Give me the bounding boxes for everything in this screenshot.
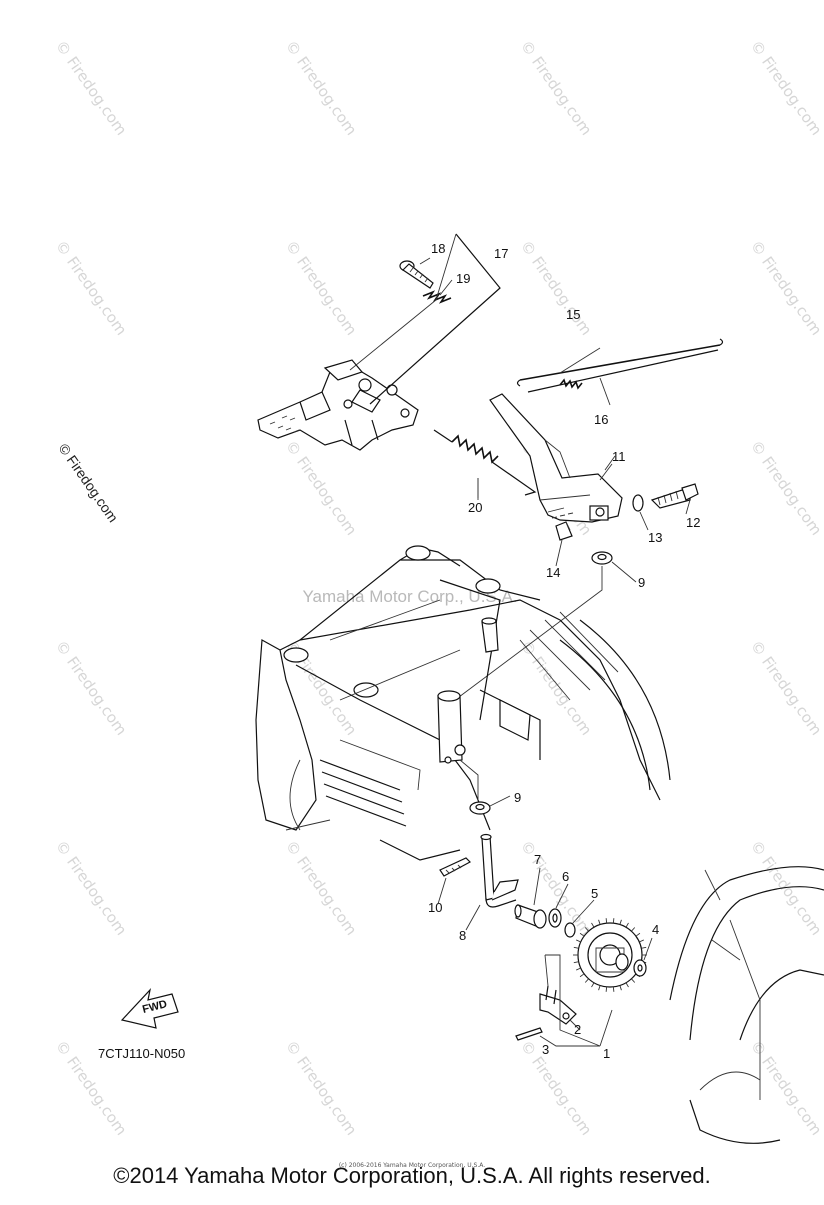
callout-9-lower: 9	[514, 790, 521, 805]
callout-20: 20	[468, 500, 482, 515]
lever-11	[489, 393, 623, 523]
watermark-tile: © Firedog.com	[282, 1037, 361, 1139]
callout-1: 1	[603, 1046, 610, 1061]
watermark-tile: © Firedog.com	[282, 237, 361, 339]
callout-18: 18	[431, 241, 445, 256]
rod-15	[516, 338, 724, 387]
washer-13	[632, 494, 644, 512]
washer-6	[548, 908, 562, 928]
gear-tooth	[635, 932, 641, 937]
gear-tooth	[576, 939, 581, 943]
center-watermark: Yamaha Motor Corp., U.S.A.	[302, 587, 517, 606]
callout-8: 8	[459, 928, 466, 943]
fwd-label: FWD	[141, 998, 168, 1016]
gear-tooth	[605, 918, 608, 924]
watermark-tile: © Firedog.com	[747, 37, 824, 139]
gear-1	[573, 918, 647, 992]
watermark-tile: © Firedog.com	[747, 437, 824, 539]
callout-15: 15	[566, 307, 580, 322]
bolt-12	[650, 483, 699, 509]
gear-tooth	[584, 978, 589, 983]
washer-9-lower	[459, 759, 491, 815]
cover-housing	[669, 866, 824, 1144]
watermark-tile: © Firedog.com	[282, 37, 361, 139]
gear-tooth	[631, 978, 636, 983]
gear-tooth	[612, 986, 615, 992]
gear-tooth	[598, 919, 601, 925]
watermark-tile: © Firedog.com	[52, 637, 131, 739]
watermark-tile: © Firedog.com	[517, 237, 596, 339]
fwd-arrow-icon: FWD	[120, 988, 179, 1029]
gear-tooth	[631, 927, 636, 932]
shaft-8	[480, 833, 519, 908]
callout-9-upper: 9	[638, 575, 645, 590]
engine-block	[255, 545, 671, 861]
callout-10: 10	[428, 900, 442, 915]
watermark-tile: © Firedog.com	[747, 237, 824, 339]
washer-4	[633, 959, 647, 977]
gear-tooth	[612, 918, 615, 924]
ring-5	[564, 922, 576, 938]
diagram-code: 7CTJ110-N050	[98, 1046, 185, 1061]
watermark-tile: © Firedog.com	[52, 837, 131, 939]
side-watermark: © Firedog.com	[56, 441, 122, 526]
bracket-assembly	[257, 233, 501, 451]
pin-3	[515, 1027, 543, 1041]
callout-12: 12	[686, 515, 700, 530]
watermark-tile: © Firedog.com	[52, 37, 131, 139]
callout-19: 19	[456, 271, 470, 286]
watermark-tile: © Firedog.com	[282, 837, 361, 939]
gear-tooth	[619, 919, 622, 925]
gear-tooth	[625, 922, 629, 928]
callout-6: 6	[562, 869, 569, 884]
callout-11: 11	[612, 449, 626, 464]
gear-tooth	[591, 982, 595, 988]
callout-14: 14	[546, 565, 560, 580]
callout-16: 16	[594, 412, 608, 427]
gear-tooth	[573, 946, 579, 949]
callout-5: 5	[591, 886, 598, 901]
callout-7: 7	[534, 852, 541, 867]
callout-13: 13	[648, 530, 662, 545]
footer-copyright: ©2014 Yamaha Motor Corporation, U.S.A. A…	[113, 1163, 711, 1188]
gear-tooth	[639, 939, 644, 943]
block-14	[555, 521, 573, 541]
gear-tooth	[579, 932, 585, 937]
gear-tooth	[584, 927, 589, 932]
watermark-tile: © Firedog.com	[747, 1037, 824, 1139]
watermark-tile: © Firedog.com	[517, 1037, 596, 1139]
callout-4: 4	[652, 922, 659, 937]
callout-3: 3	[542, 1042, 549, 1057]
washer-9-upper	[454, 551, 613, 701]
callout-17: 17	[494, 246, 508, 261]
watermark-tile: © Firedog.com	[282, 437, 361, 539]
gear-tooth	[591, 922, 595, 928]
gear-tooth	[619, 985, 622, 991]
watermark-tile: © Firedog.com	[52, 237, 131, 339]
callout-2: 2	[574, 1022, 581, 1037]
clip-10	[439, 857, 471, 877]
watermark-tile: © Firedog.com	[747, 637, 824, 739]
gear-tooth	[598, 985, 601, 991]
bracket-2	[539, 985, 577, 1025]
gear-tooth	[576, 967, 581, 971]
gear-tooth	[573, 961, 579, 964]
gear-tooth	[625, 982, 629, 988]
watermark-tile: © Firedog.com	[517, 37, 596, 139]
gear-tooth	[605, 986, 608, 992]
rod-16	[527, 349, 719, 406]
gear-tooth	[579, 973, 585, 978]
screw-18	[399, 260, 434, 289]
gear-tooth	[641, 946, 647, 949]
part-7	[514, 904, 547, 929]
footer-small-text: (c) 2006-2016 Yamaha Motor Corporation, …	[338, 1162, 486, 1169]
